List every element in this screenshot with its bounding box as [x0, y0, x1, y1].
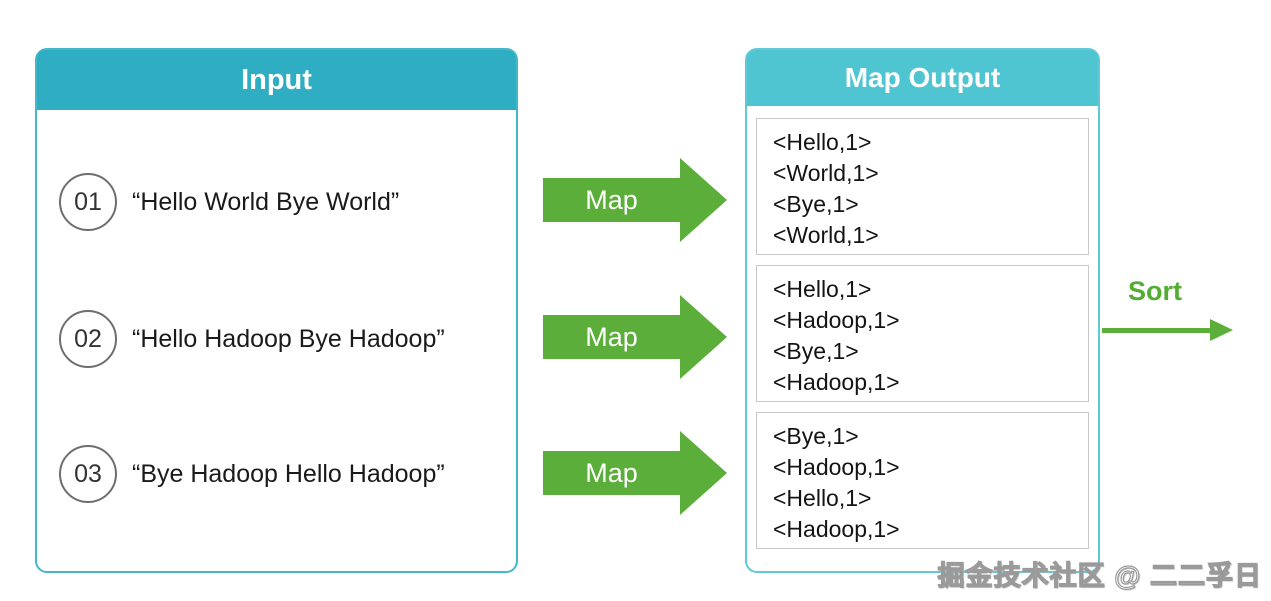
kv-pair: <Bye,1> — [773, 191, 859, 217]
input-item-number: 01 — [74, 187, 102, 216]
kv-pair: <Hello,1> — [773, 276, 872, 302]
watermark: 掘金技术社区 @ 二二孚日 — [937, 560, 1262, 591]
map-output-panel-title: Map Output — [844, 62, 1001, 93]
kv-pair: <World,1> — [773, 222, 879, 248]
right-arrowhead-icon — [680, 431, 727, 515]
input-item-number: 03 — [74, 459, 102, 488]
input-item-01: 01 “Hello World Bye World” — [59, 172, 504, 232]
input-item-02: 02 “Hello Hadoop Bye Hadoop” — [59, 309, 504, 369]
kv-pair: <Hadoop,1> — [773, 307, 900, 333]
input-panel: Input 01 “Hello World Bye World” 02 “Hel… — [35, 48, 518, 573]
map-arrow-3: Map — [543, 431, 727, 515]
input-item-number-badge: 01 — [59, 173, 117, 231]
kv-pair: <Hadoop,1> — [773, 454, 900, 480]
right-arrowhead-icon — [680, 295, 727, 379]
map-arrow-body: Map — [543, 178, 680, 222]
input-item-text: “Hello World Bye World” — [132, 187, 400, 216]
kv-pair: <Hadoop,1> — [773, 369, 900, 395]
input-item-number-badge: 02 — [59, 310, 117, 368]
map-arrow-label: Map — [585, 321, 638, 352]
input-item-number: 02 — [74, 324, 102, 353]
input-panel-title: Input — [241, 63, 312, 96]
kv-pair: <Hadoop,1> — [773, 516, 900, 542]
input-panel-header: Input — [37, 50, 516, 110]
map-output-box-3: <Bye,1> <Hadoop,1> <Hello,1> <Hadoop,1> — [756, 412, 1089, 549]
map-arrow-body: Map — [543, 451, 680, 495]
kv-pair: <World,1> — [773, 160, 879, 186]
map-arrow-label: Map — [585, 184, 638, 215]
sort-arrow-line — [1102, 328, 1210, 333]
map-arrow-2: Map — [543, 295, 727, 379]
map-output-panel-header: Map Output — [747, 50, 1098, 106]
map-arrow-label: Map — [585, 457, 638, 488]
map-output-box-2: <Hello,1> <Hadoop,1> <Bye,1> <Hadoop,1> — [756, 265, 1089, 402]
sort-label: Sort — [1128, 276, 1182, 306]
kv-pair: <Bye,1> — [773, 423, 859, 449]
input-item-03: 03 “Bye Hadoop Hello Hadoop” — [59, 444, 504, 504]
map-arrow-1: Map — [543, 158, 727, 242]
kv-pair: <Hello,1> — [773, 485, 872, 511]
map-arrow-body: Map — [543, 315, 680, 359]
input-item-number-badge: 03 — [59, 445, 117, 503]
kv-pair: <Bye,1> — [773, 338, 859, 364]
right-arrowhead-icon — [680, 158, 727, 242]
sort-arrowhead-icon — [1210, 319, 1233, 341]
map-output-box-1: <Hello,1> <World,1> <Bye,1> <World,1> — [756, 118, 1089, 255]
map-output-panel: Map Output <Hello,1> <World,1> <Bye,1> <… — [745, 48, 1100, 573]
kv-pair: <Hello,1> — [773, 129, 872, 155]
input-item-text: “Hello Hadoop Bye Hadoop” — [132, 324, 445, 353]
input-item-text: “Bye Hadoop Hello Hadoop” — [132, 459, 445, 488]
